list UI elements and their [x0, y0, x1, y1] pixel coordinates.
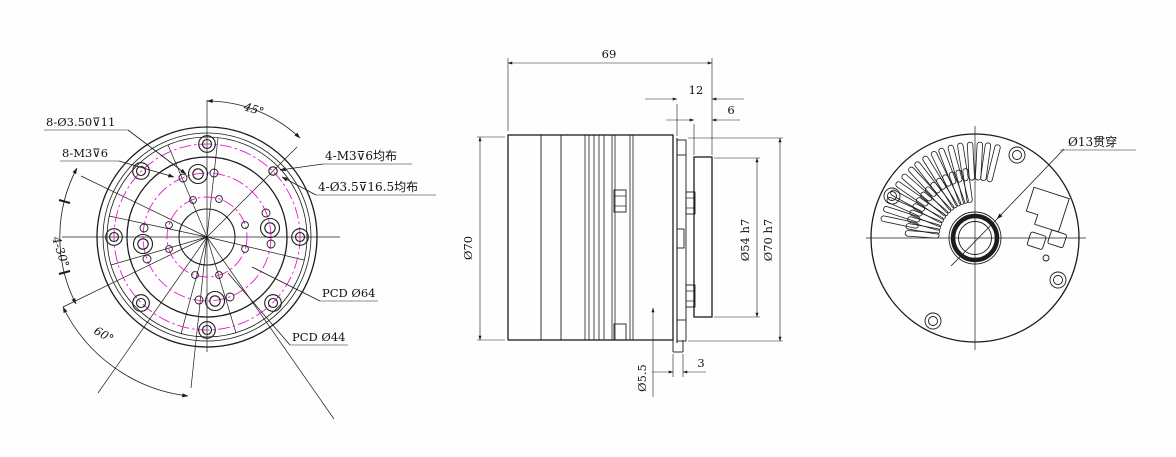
angle-60-label: 60°: [92, 323, 117, 345]
label-8-holes-m3: 8-M3⊽6: [62, 146, 108, 160]
dim-body-dia: Ø70: [461, 236, 475, 260]
dim-3: 3: [697, 356, 704, 370]
pin-hole: [1042, 254, 1050, 262]
side-view-dims: Ø70 69 12 6 Ø54 h7 Ø70 h7: [461, 47, 783, 397]
front-view-labels: 8-Ø3.50⊽11 8-M3⊽6 4-M3⊽6均布 4-Ø3.5⊽16.5均布…: [44, 115, 436, 346]
dim-hole-55: Ø5.5: [635, 364, 649, 392]
front-view-pcd64-holes: [132, 163, 281, 312]
side-view-flange: [672, 138, 713, 353]
back-view-cooling-fins: [880, 141, 1001, 239]
angle-45-label: 45°: [241, 99, 266, 119]
back-view-outline: [870, 133, 1080, 343]
side-view-body: [507, 134, 674, 341]
dim-pilot-dia: Ø54 h7: [738, 219, 752, 261]
back-view-labels: Ø13贯穿: [950, 134, 1136, 267]
label-pcd44: PCD Ø44: [292, 330, 345, 344]
angle-4x30-label: 4-30°: [49, 234, 72, 269]
front-view: 45° 4-30° 60° 8-Ø3.50⊽11 8-M3⊽6 4-M3⊽6均布…: [44, 98, 436, 420]
back-view-connector-cutouts: [1025, 186, 1070, 250]
label-8-holes-c350: 8-Ø3.50⊽11: [46, 115, 115, 129]
front-view-outer-bolt-holes: [105, 135, 309, 339]
body-screw-bottom: [613, 323, 627, 341]
label-4-holes-c35: 4-Ø3.5⊽16.5均布: [318, 180, 418, 194]
front-view-pcd44-holes: [165, 195, 249, 279]
back-view: Ø13贯穿: [866, 126, 1136, 350]
dim-flange-dia: Ø70 h7: [761, 219, 775, 261]
bottom-tab: [672, 340, 684, 353]
label-through-hole: Ø13贯穿: [1068, 134, 1117, 149]
dim-length: 69: [602, 47, 617, 61]
front-view-body-circles: [96, 126, 318, 348]
side-view: Ø70 69 12 6 Ø54 h7 Ø70 h7: [461, 47, 783, 397]
label-4-holes-m3: 4-M3⊽6均布: [325, 149, 397, 163]
back-view-screw-holes: [883, 146, 1067, 330]
dim-12: 12: [689, 83, 704, 97]
dim-6: 6: [727, 103, 734, 117]
bolt-hole-45deg: [268, 166, 278, 176]
front-view-angle-dims: 45° 4-30° 60°: [49, 98, 301, 398]
pilot-cylinder: [693, 156, 713, 318]
label-pcd64: PCD Ø64: [322, 286, 375, 300]
body-screw-top: [613, 189, 627, 213]
back-view-center-hole: [948, 211, 1002, 265]
